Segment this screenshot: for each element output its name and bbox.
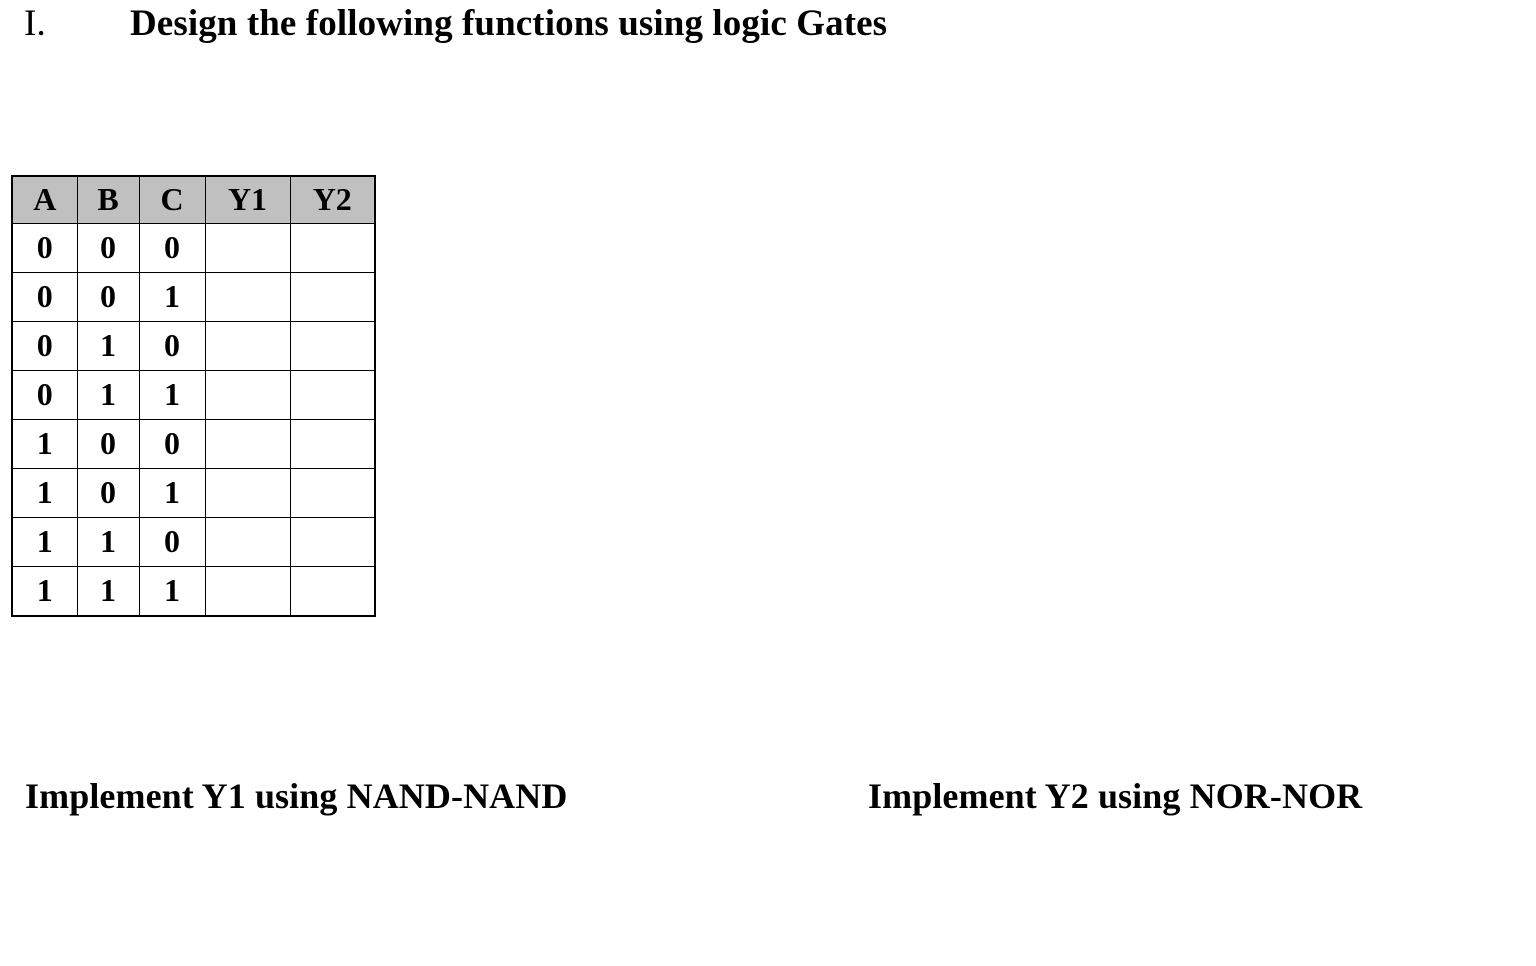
table-row: 1 0 0 (11, 419, 376, 469)
table-row: 0 0 0 (11, 223, 376, 273)
cell-y1[interactable] (204, 321, 291, 371)
cell-a: 1 (11, 419, 78, 469)
table-row: 0 0 1 (11, 272, 376, 322)
cell-b: 1 (76, 517, 140, 567)
cell-a: 0 (11, 321, 78, 371)
page-title: Design the following functions using log… (129, 3, 888, 44)
cell-b: 0 (76, 468, 140, 518)
cell-a: 0 (11, 272, 78, 322)
cell-c: 1 (138, 272, 206, 322)
column-header-b: B (76, 175, 140, 224)
cell-c: 0 (138, 321, 206, 371)
cell-c: 0 (138, 517, 206, 567)
cell-b: 0 (76, 223, 140, 273)
cell-y2[interactable] (289, 517, 376, 567)
column-header-y1: Y1 (204, 175, 291, 224)
cell-b: 1 (76, 370, 140, 420)
prompt-implement-y1: Implement Y1 using NAND-NAND (25, 776, 568, 816)
cell-a: 1 (11, 468, 78, 518)
cell-y1[interactable] (204, 419, 291, 469)
cell-b: 1 (76, 321, 140, 371)
cell-y2[interactable] (289, 223, 376, 273)
truth-table: A B C Y1 Y2 0 0 0 0 0 1 (11, 175, 376, 617)
prompt-implement-y2: Implement Y2 using NOR-NOR (868, 776, 1363, 816)
cell-a: 0 (11, 223, 78, 273)
table-row: 1 1 0 (11, 517, 376, 567)
cell-y2[interactable] (289, 419, 376, 469)
cell-c: 1 (138, 468, 206, 518)
table-row: 0 1 0 (11, 321, 376, 371)
cell-c: 1 (138, 566, 206, 617)
cell-y1[interactable] (204, 272, 291, 322)
cell-a: 1 (11, 517, 78, 567)
cell-b: 0 (76, 419, 140, 469)
truth-table-body: 0 0 0 0 0 1 0 1 0 0 1 (11, 223, 376, 617)
cell-c: 1 (138, 370, 206, 420)
heading-numeral: I. (24, 3, 46, 44)
table-row: 0 1 1 (11, 370, 376, 420)
cell-b: 0 (76, 272, 140, 322)
table-row: 1 0 1 (11, 468, 376, 518)
truth-table-head: A B C Y1 Y2 (11, 175, 376, 224)
cell-y2[interactable] (289, 321, 376, 371)
cell-y1[interactable] (204, 223, 291, 273)
cell-y1[interactable] (204, 468, 291, 518)
cell-a: 1 (11, 566, 78, 617)
page-heading: I. Design the following functions using … (24, 2, 887, 46)
cell-y1[interactable] (204, 517, 291, 567)
cell-a: 0 (11, 370, 78, 420)
cell-y1[interactable] (204, 370, 291, 420)
cell-c: 0 (138, 223, 206, 273)
column-header-a: A (11, 175, 78, 224)
cell-y2[interactable] (289, 566, 376, 617)
cell-y2[interactable] (289, 468, 376, 518)
table-header-row: A B C Y1 Y2 (11, 175, 376, 224)
cell-b: 1 (76, 566, 140, 617)
cell-y2[interactable] (289, 272, 376, 322)
table-row: 1 1 1 (11, 566, 376, 617)
column-header-c: C (138, 175, 206, 224)
truth-table-container: A B C Y1 Y2 0 0 0 0 0 1 (11, 175, 376, 617)
cell-y2[interactable] (289, 370, 376, 420)
cell-y1[interactable] (204, 566, 291, 617)
column-header-y2: Y2 (289, 175, 376, 224)
cell-c: 0 (138, 419, 206, 469)
